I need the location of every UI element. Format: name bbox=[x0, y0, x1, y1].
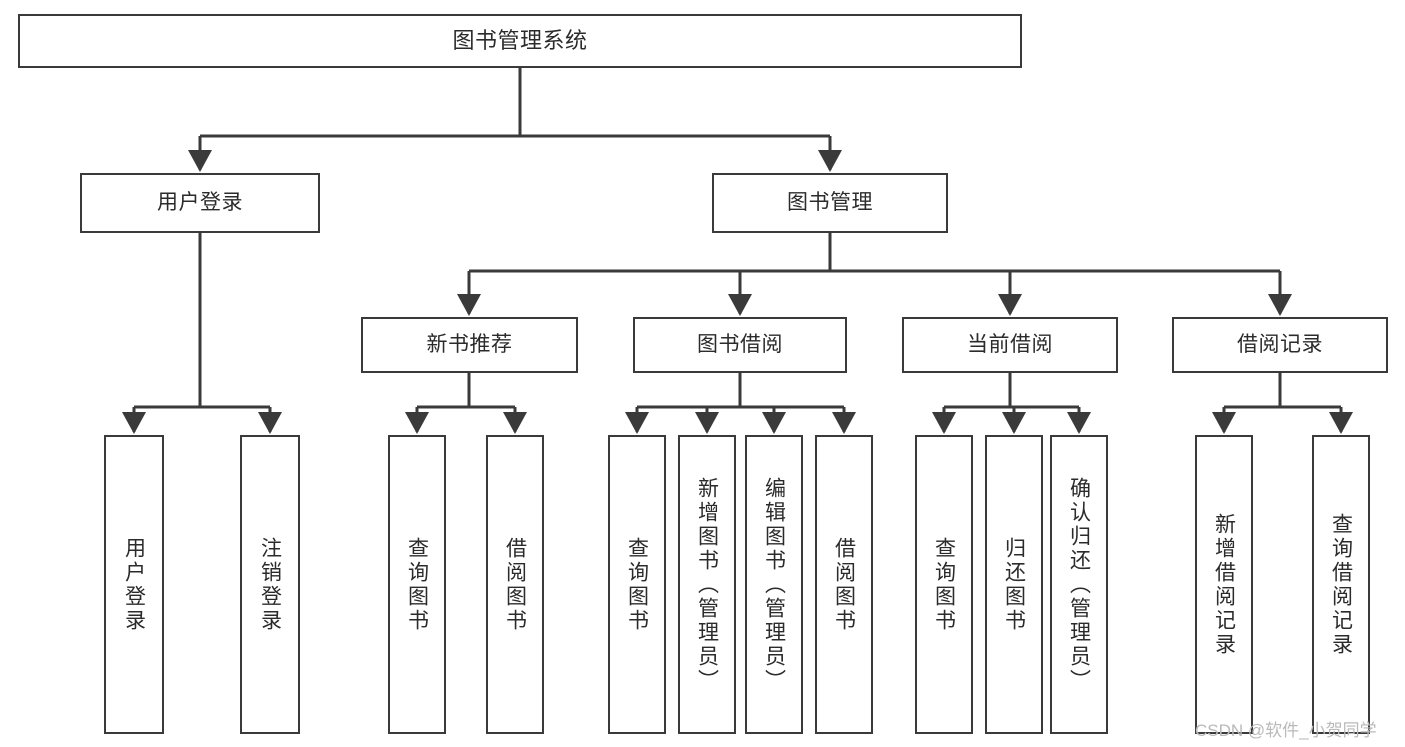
node-borrow-record-label: 借阅记录 bbox=[1237, 332, 1323, 356]
node-leaf-add-book-admin-label: 新增图书（管理员） bbox=[695, 476, 719, 693]
node-borrow-record[interactable]: 借阅记录 bbox=[1172, 317, 1388, 373]
node-leaf-query-book-rec-label: 查询图书 bbox=[405, 536, 429, 633]
node-book-borrow[interactable]: 图书借阅 bbox=[633, 317, 847, 373]
node-leaf-return-book[interactable]: 归还图书 bbox=[985, 435, 1043, 734]
node-leaf-query-book-current[interactable]: 查询图书 bbox=[915, 435, 973, 734]
node-leaf-edit-book-admin-label: 编辑图书（管理员） bbox=[762, 476, 786, 693]
node-leaf-query-book-borrow[interactable]: 查询图书 bbox=[608, 435, 666, 734]
node-leaf-add-borrow-record[interactable]: 新增借阅记录 bbox=[1195, 435, 1253, 734]
node-leaf-add-borrow-record-label: 新增借阅记录 bbox=[1212, 512, 1236, 657]
node-leaf-confirm-return-admin-label: 确认归还（管理员） bbox=[1067, 476, 1091, 693]
node-book-borrow-label: 图书借阅 bbox=[697, 332, 783, 356]
node-leaf-query-book-borrow-label: 查询图书 bbox=[625, 536, 649, 633]
node-leaf-add-book-admin[interactable]: 新增图书（管理员） bbox=[678, 435, 736, 734]
node-root[interactable]: 图书管理系统 bbox=[18, 14, 1022, 68]
node-leaf-query-book-current-label: 查询图书 bbox=[932, 536, 956, 633]
watermark: CSDN @软件_小贺同学 bbox=[1195, 721, 1377, 740]
node-new-book-recommend-label: 新书推荐 bbox=[426, 332, 513, 356]
node-leaf-borrow-book-rec-label: 借阅图书 bbox=[503, 536, 527, 633]
node-leaf-logout-login[interactable]: 注销登录 bbox=[240, 435, 300, 734]
node-leaf-edit-book-admin[interactable]: 编辑图书（管理员） bbox=[745, 435, 803, 734]
node-root-label: 图书管理系统 bbox=[452, 28, 588, 54]
node-current-borrow-label: 当前借阅 bbox=[967, 332, 1053, 356]
node-leaf-user-login-label: 用户登录 bbox=[122, 536, 146, 633]
node-leaf-confirm-return-admin[interactable]: 确认归还（管理员） bbox=[1050, 435, 1108, 734]
node-leaf-query-borrow-record[interactable]: 查询借阅记录 bbox=[1312, 435, 1370, 734]
node-leaf-return-book-label: 归还图书 bbox=[1002, 536, 1026, 633]
node-book-management-label: 图书管理 bbox=[787, 190, 873, 214]
node-book-management[interactable]: 图书管理 bbox=[712, 173, 948, 233]
node-leaf-borrow-book[interactable]: 借阅图书 bbox=[815, 435, 873, 734]
node-new-book-recommend[interactable]: 新书推荐 bbox=[361, 317, 578, 373]
node-user-login[interactable]: 用户登录 bbox=[80, 173, 320, 233]
node-leaf-borrow-book-label: 借阅图书 bbox=[832, 536, 856, 633]
node-leaf-user-login[interactable]: 用户登录 bbox=[104, 435, 164, 734]
node-current-borrow[interactable]: 当前借阅 bbox=[902, 317, 1118, 373]
node-leaf-query-book-rec[interactable]: 查询图书 bbox=[388, 435, 446, 734]
node-leaf-borrow-book-rec[interactable]: 借阅图书 bbox=[486, 435, 544, 734]
node-leaf-query-borrow-record-label: 查询借阅记录 bbox=[1329, 512, 1353, 657]
node-leaf-logout-login-label: 注销登录 bbox=[258, 536, 282, 633]
node-user-login-label: 用户登录 bbox=[157, 190, 243, 214]
